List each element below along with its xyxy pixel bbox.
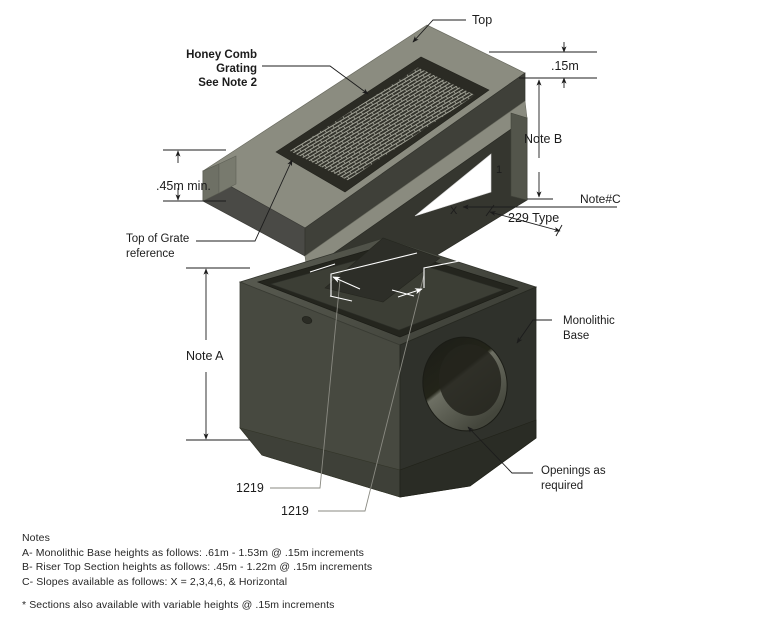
label-honeycomb-2: Grating [216, 63, 257, 75]
label-openings-2: required [541, 480, 583, 492]
base-round-opening-inner-shadow [438, 344, 502, 416]
base-dim-tick-right [391, 289, 415, 297]
label-monolithic-base-1: Monolithic [563, 315, 615, 327]
honeycomb-leader-line [262, 65, 369, 95]
dim-229-line [489, 211, 561, 232]
slope-rise-label: X [450, 205, 458, 217]
base-dim-right-arrow [397, 288, 423, 298]
openings-leader-line [467, 426, 533, 474]
label-1219-upper: 1219 [236, 481, 264, 495]
dim-229-ext-left [485, 204, 495, 217]
notes-heading: Notes [22, 532, 50, 544]
top-of-grate-leader-line [196, 159, 293, 242]
base-dim-tick-far-left [309, 263, 336, 273]
note-line-c: C- Slopes available as follows: X = 2,3,… [22, 575, 288, 588]
riser-body-end-cap [510, 112, 528, 201]
slope-cutout-triangle [414, 153, 492, 217]
label-note-a: Note A [186, 349, 224, 363]
base-dim-left-arrow [332, 276, 361, 290]
label-note-b: Note B [524, 132, 562, 146]
label-1219-lower: 1219 [281, 504, 309, 518]
label-openings-1: Openings as [541, 465, 606, 477]
notes-footnote: * Sections also available with variable … [22, 598, 335, 611]
base-dim-right-span [423, 252, 501, 288]
base-bottom-right-chamfer [399, 419, 537, 498]
monolithic-base [238, 237, 538, 498]
notes-spacer [22, 589, 442, 598]
note-line-a: A- Monolithic Base heights as follows: .… [22, 547, 365, 560]
label-dim-015: .15m [551, 59, 579, 73]
base-dim-left-span [330, 252, 418, 296]
dim-1219-lower-leader [318, 274, 425, 512]
notes-block: Notes A- Monolithic Base heights as foll… [22, 531, 442, 612]
base-weep-hole [301, 316, 313, 324]
label-honeycomb-1: Honey Comb [186, 49, 257, 61]
label-229-type: 229 Type [508, 211, 559, 225]
label-note-c: Note#C [580, 192, 621, 206]
label-top-of-grate-1: Top of Grate [126, 233, 189, 245]
monolithic-base-leader-line [516, 319, 552, 344]
annotation-layer [163, 19, 617, 512]
slope-run-label: 1 [496, 164, 502, 176]
text-labels: Top Honey Comb Grating See Note 2 .45m m… [126, 13, 621, 518]
note-line-b: B- Riser Top Section heights as follows:… [22, 561, 373, 574]
base-dim-tick-far-right [477, 246, 509, 257]
label-monolithic-base-2: Base [563, 330, 589, 342]
base-dim-tick-left [329, 295, 353, 302]
label-honeycomb-3: See Note 2 [198, 77, 257, 89]
dim-1219-upper-leader [270, 279, 341, 489]
label-top: Top [472, 13, 492, 27]
honeycomb-grating [288, 66, 477, 182]
base-top-dimensions [309, 246, 509, 302]
riser-left-notch-face [218, 155, 237, 194]
top-leader-line [412, 19, 466, 43]
label-grate-min: .45m min. [156, 179, 211, 193]
label-top-of-grate-2: reference [126, 248, 175, 260]
